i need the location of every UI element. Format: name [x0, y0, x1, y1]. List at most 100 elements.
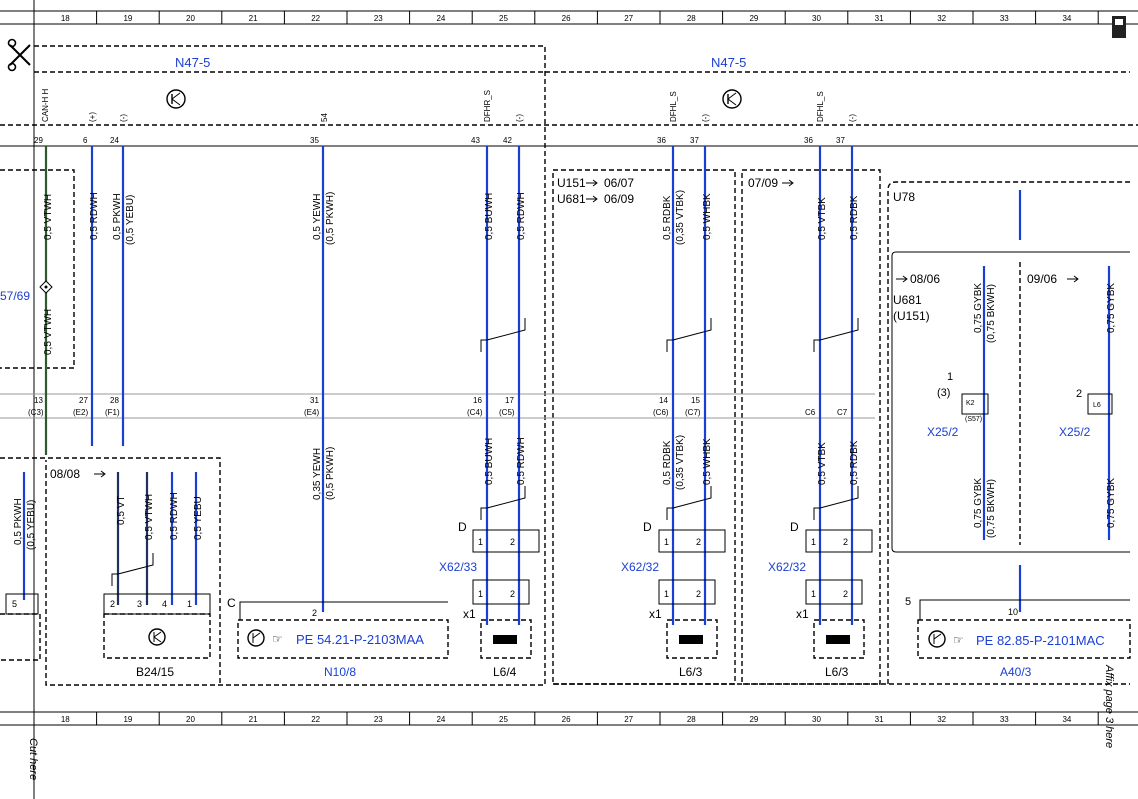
relay-l6: L6 [1087, 393, 1113, 415]
ruler-column-label: 21 [249, 14, 258, 23]
pin-label: (-) [119, 114, 128, 122]
pin-number: 2 [696, 537, 701, 547]
ruler-column-label: 31 [875, 715, 884, 724]
ruler-column-label: 33 [1000, 715, 1009, 724]
pin-label: (+) [88, 112, 97, 122]
transistor-icon [928, 630, 946, 648]
pin-number: 5 [12, 599, 17, 609]
pin-number: 2 [510, 589, 515, 599]
ruler-column-label: 28 [687, 14, 696, 23]
x62-connectors [472, 529, 873, 659]
connector-band [0, 393, 875, 419]
pin-number: (C3) [28, 408, 44, 417]
note: U78 [893, 190, 915, 204]
ruler-column-label: 34 [1062, 14, 1071, 23]
frame-b24 [0, 457, 221, 685]
note: 06/07 [604, 176, 634, 190]
wire-label: 0,5 WHBK [702, 438, 713, 485]
pin-number: 17 [505, 396, 514, 405]
pin-number: 1 [811, 589, 816, 599]
ruler-column-label: 29 [749, 715, 758, 724]
ruler-column-label: 19 [123, 14, 132, 23]
wire-label: 0,5 RDWH [516, 192, 527, 240]
ruler-column-label: 25 [499, 715, 508, 724]
x62-label: X62/32 [621, 560, 659, 574]
pin-number: 2 [696, 589, 701, 599]
wire-label: 0,5 PKWH [13, 498, 24, 545]
note: (3) [937, 387, 950, 399]
pin-number: (C6) [653, 408, 669, 417]
wire-label: 0,5 RDWH [169, 492, 180, 540]
note: x1 [649, 607, 662, 621]
pin-number: 6 [83, 136, 88, 145]
n47-right-label: N47-5 [711, 55, 746, 70]
pin-number: 27 [79, 396, 88, 405]
b24-label: B24/15 [136, 665, 174, 679]
hand-pointer-icon: ☞ [272, 632, 283, 646]
ruler-column-label: 29 [749, 14, 758, 23]
ruler-column-label: 22 [311, 715, 320, 724]
ruler-column-label: 32 [937, 715, 946, 724]
wire-label: 0,5 BUWH [484, 438, 495, 485]
note: U681 [557, 192, 586, 206]
note: 08/06 [910, 272, 940, 286]
pin-number: 3 [137, 599, 142, 609]
ruler-column-label: 24 [436, 14, 445, 23]
note: D [458, 520, 467, 534]
wire-label: 0,5 VTBK [817, 197, 828, 240]
ruler-column-label: 26 [562, 715, 571, 724]
wire-label: (0,35 VTBK) [675, 435, 686, 490]
note: 07/09 [748, 176, 778, 190]
a40-module [917, 599, 1131, 659]
transistor-icon [148, 628, 166, 646]
note: U681 [893, 293, 922, 307]
cut-here-text: Cut here [27, 738, 39, 780]
pe-ref-n10[interactable]: PE 54.21-P-2103MAA [296, 632, 424, 647]
pin-number: 31 [310, 396, 319, 405]
pin-number: 10 [1008, 607, 1018, 617]
wire-label: 0,35 YEWH [312, 448, 323, 500]
ruler-column-label: 25 [499, 14, 508, 23]
wire-label: (0,5 PKWH) [325, 447, 336, 500]
b24-sensor [103, 593, 211, 659]
wire-label: 0,5 RDBK [662, 440, 673, 485]
wire-label: (0,5 YEBU) [125, 195, 136, 245]
pin-label: DFHR_S [483, 90, 492, 122]
n10-module [237, 601, 449, 659]
pin-label: 54 [320, 113, 329, 122]
wire-label: 0,75 GYBK [1106, 478, 1117, 528]
x62-label: X62/32 [768, 560, 806, 574]
wire-label: 0,5 WHBK [702, 193, 713, 240]
pin-number: (F1) [105, 408, 120, 417]
page-corner-icon [1112, 16, 1126, 38]
n47-left-label: N47-5 [175, 55, 210, 70]
relay-k2: K2 (S57) [961, 393, 989, 423]
wire-label: (0,5 YEBU) [26, 500, 37, 550]
wire-label: (0,5 PKWH) [325, 192, 336, 245]
note: (U151) [893, 309, 930, 323]
wire-label: 0,75 GYBK [973, 283, 984, 333]
x62-label: X62/33 [439, 560, 477, 574]
pe-ref-a40[interactable]: PE 82.85-P-2101MAC [976, 633, 1105, 648]
scissors-icon [7, 38, 31, 72]
pin-number: (C5) [499, 408, 515, 417]
pin-number: 4 [162, 599, 167, 609]
pin-number: 37 [836, 136, 845, 145]
l6-label: L6/4 [493, 665, 517, 679]
ruler-column-label: 34 [1062, 715, 1071, 724]
ruler-column-label: 20 [186, 14, 195, 23]
note: 08/08 [50, 467, 80, 481]
pin-number: 15 [691, 396, 700, 405]
wire-label: 0,75 GYBK [1106, 283, 1117, 333]
pin-label: (-) [848, 114, 857, 122]
pin-number: (E2) [73, 408, 88, 417]
pin-label: DFHL_S [669, 91, 678, 122]
wire-label: 0,5 PKWH [112, 193, 123, 240]
pin-number: 1 [664, 537, 669, 547]
pin-number: 14 [659, 396, 668, 405]
pin-number: 16 [473, 396, 482, 405]
ruler-column-label: 32 [937, 14, 946, 23]
wire-label: 0,5 YEBU [193, 496, 204, 540]
